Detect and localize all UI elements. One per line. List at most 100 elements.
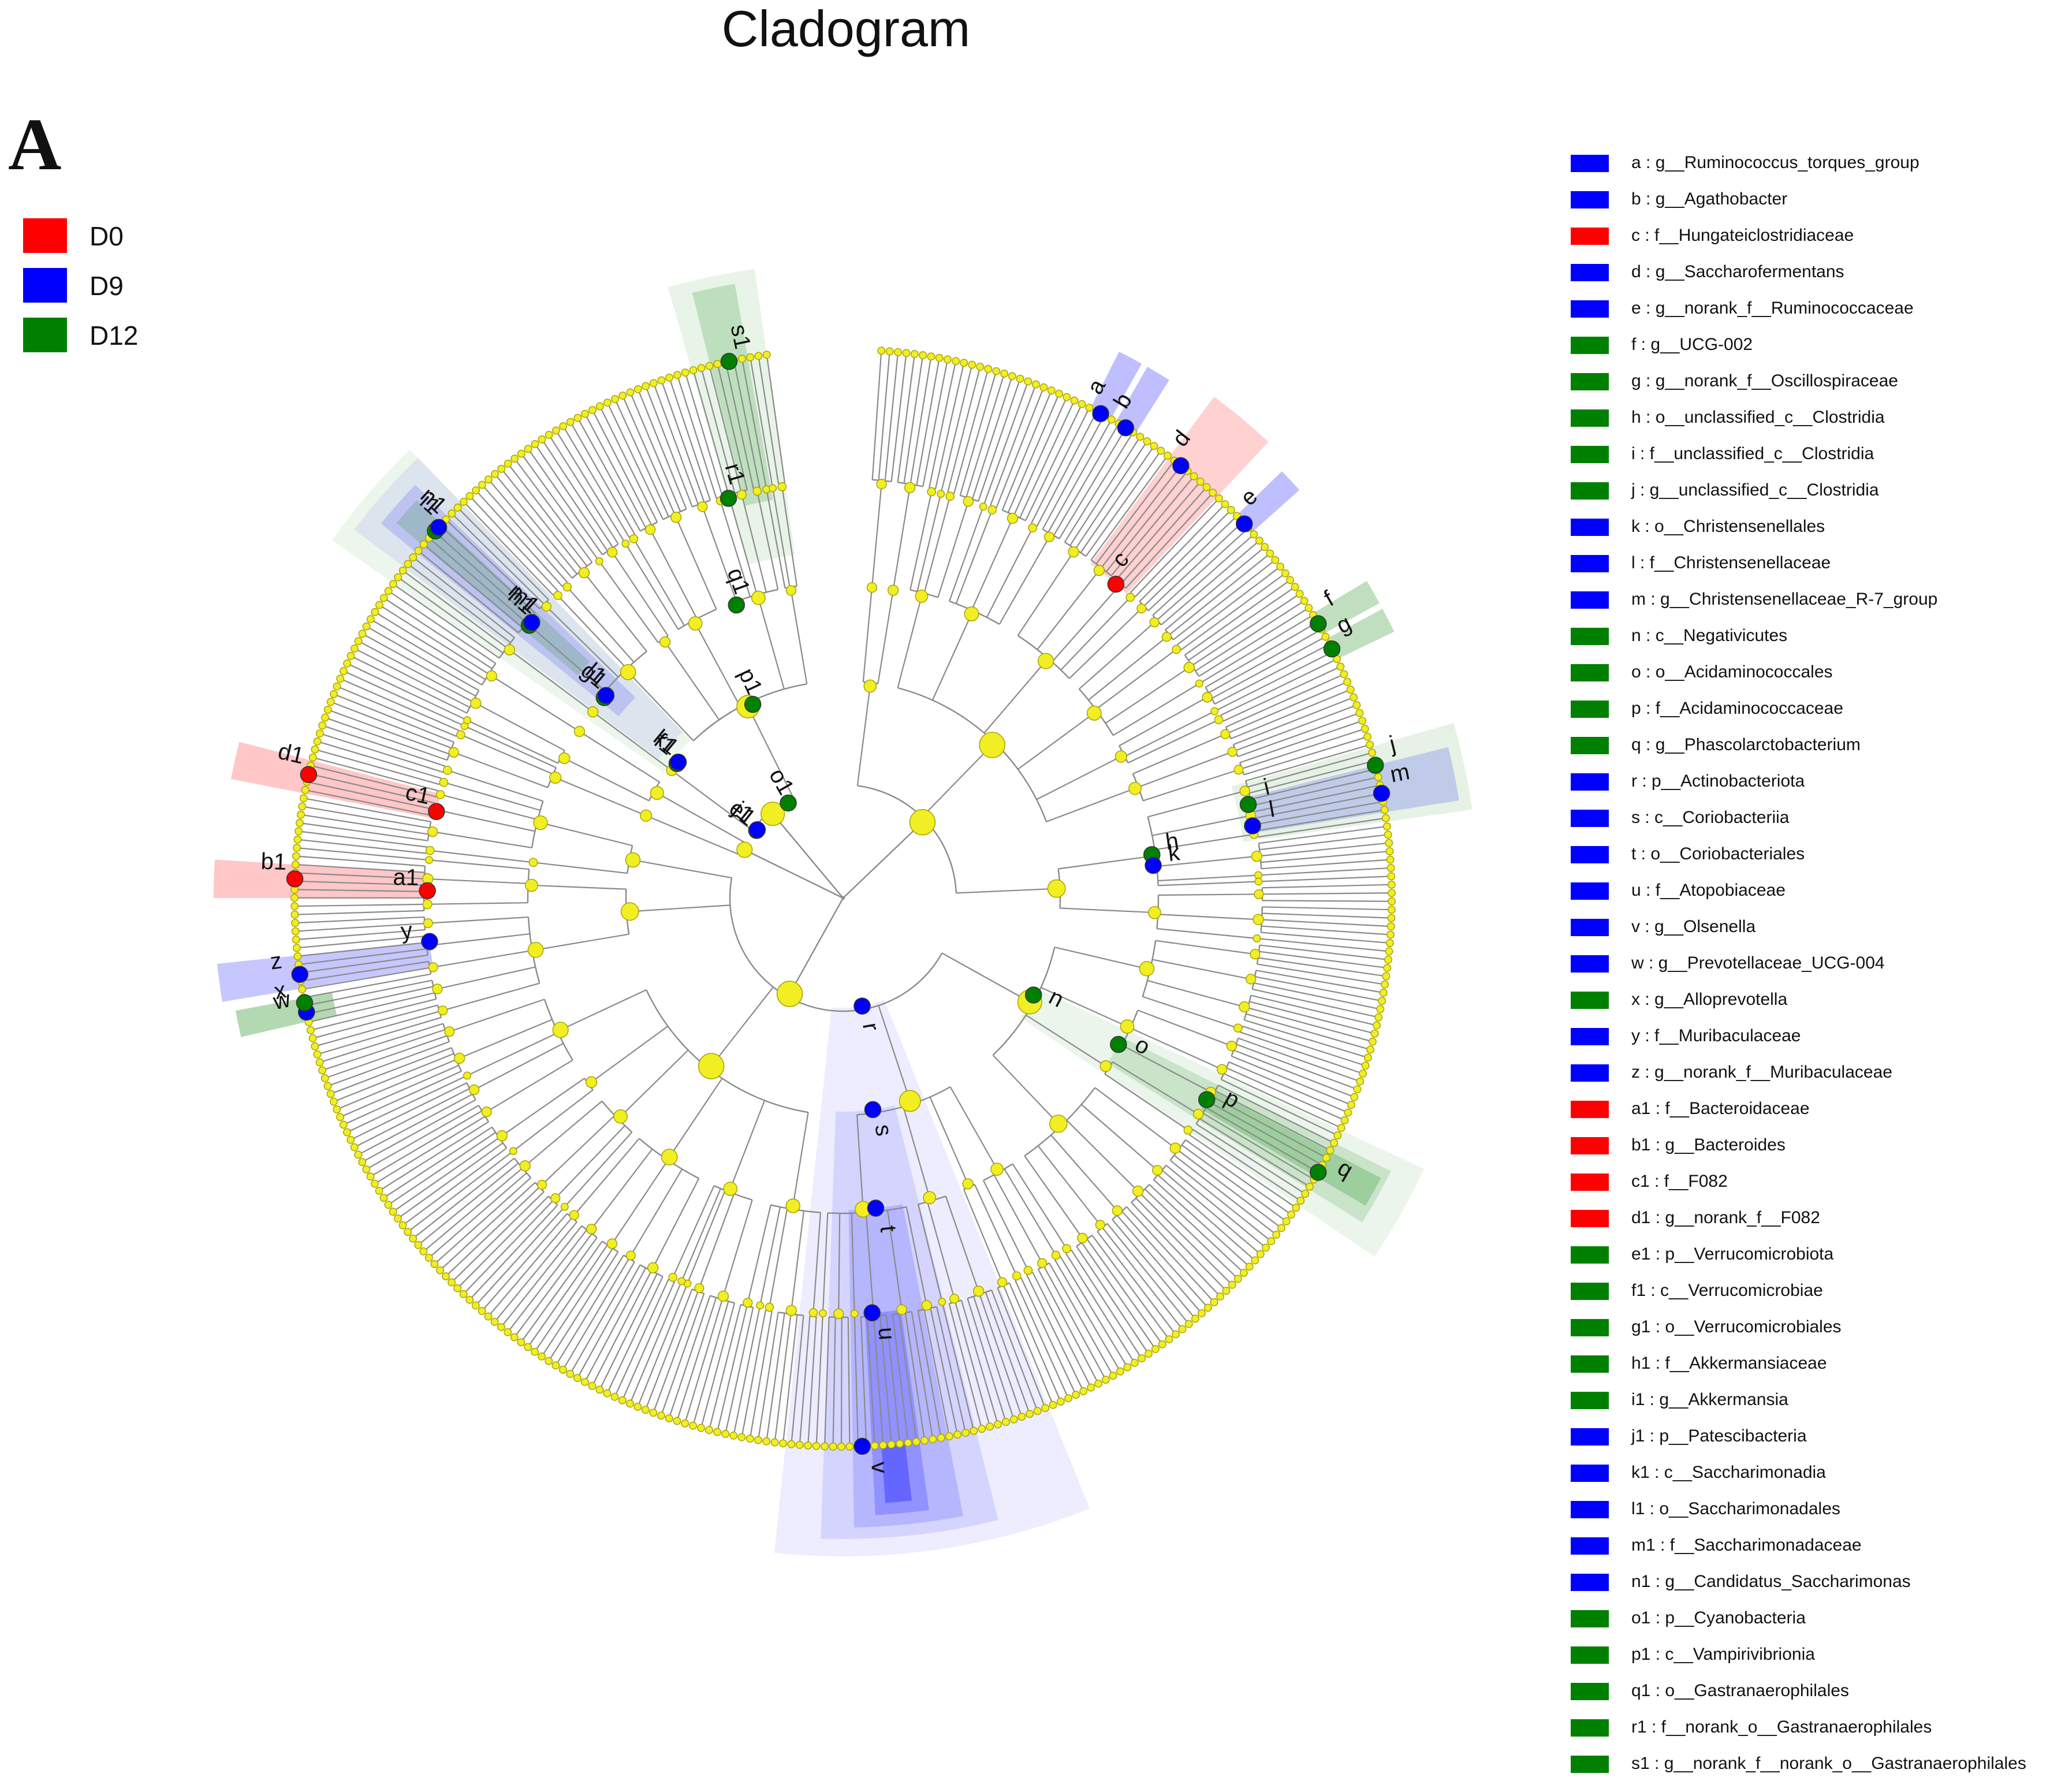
tree-node [319, 1067, 326, 1074]
tree-node [1115, 751, 1127, 762]
tree-node [1165, 1336, 1172, 1343]
tree-node [1136, 433, 1143, 440]
clade-node-i [1240, 796, 1257, 813]
clade-legend-label-a: a : g__Ruminococcus_torques_group [1631, 152, 1919, 173]
clade-swatch-l1 [1571, 1501, 1609, 1518]
tree-node [1323, 1154, 1330, 1161]
branch-line [317, 1018, 441, 1055]
clade-legend-item-d1: d1 : g__norank_f__F082 [1571, 1210, 2044, 1246]
tree-node [611, 1394, 618, 1400]
tree-node [739, 355, 746, 362]
tree-node [1326, 1147, 1333, 1154]
branch-line [676, 517, 717, 609]
tree-node [567, 418, 574, 425]
tree-node [662, 1149, 677, 1165]
branch-line [1037, 757, 1121, 799]
tree-node [561, 1203, 568, 1210]
tree-node [363, 1166, 370, 1173]
tree-node [367, 616, 374, 623]
tree-node [1087, 706, 1101, 720]
tree-node [1257, 1250, 1264, 1257]
tree-node [1305, 604, 1312, 611]
tree-node [923, 1191, 935, 1204]
clade-node-z [292, 966, 308, 982]
tree-node [437, 791, 445, 799]
branch-line [592, 1271, 651, 1386]
tree-node [484, 1313, 491, 1320]
branch-line [340, 1065, 459, 1117]
clade-legend-item-f1: f1 : c__Verrucomicrobiae [1571, 1283, 2044, 1319]
clade-legend-label-f1: f1 : c__Verrucomicrobiae [1631, 1280, 1823, 1301]
tree-node [1139, 962, 1154, 976]
tree-node [309, 1035, 316, 1042]
tree-node [919, 352, 926, 359]
tree-node [1034, 1407, 1041, 1414]
tree-node [1210, 1299, 1217, 1306]
tree-node [431, 1261, 438, 1268]
tree-node [765, 1303, 773, 1311]
tree-node [927, 353, 934, 360]
tree-node [607, 1239, 617, 1249]
tree-node [344, 660, 351, 667]
tree-node [301, 787, 308, 793]
tree-node [438, 1006, 448, 1015]
tree-node [1164, 452, 1171, 459]
tree-node [922, 1301, 931, 1310]
root-branch [790, 898, 843, 994]
clade-legend-item-w: w : g__Prevotellaceae_UCG-004 [1571, 955, 2044, 992]
clade-label-k: k [1167, 840, 1181, 866]
branch-line [898, 354, 915, 482]
tree-node [998, 1277, 1007, 1287]
clade-legend-item-i1: i1 : g__Akkermansia [1571, 1392, 2044, 1428]
branch-line [1031, 408, 1090, 523]
tree-node [627, 1400, 633, 1407]
clade-legend-label-z: z : g__norank_f__Muribaculaceae [1631, 1062, 1892, 1083]
tree-node [771, 1439, 778, 1445]
tree-node [777, 981, 803, 1007]
tree-node [1202, 692, 1212, 702]
clade-legend-item-s: s : c__Coriobacteriia [1571, 810, 2044, 846]
tree-node [491, 1318, 498, 1325]
clade-node-l1 [598, 687, 614, 703]
tree-node [897, 1305, 907, 1314]
clade-legend-item-n1: n1 : g__Candidatus_Saccharimonas [1571, 1574, 2044, 1610]
tree-node [756, 1302, 763, 1309]
tree-node [1100, 1061, 1111, 1072]
tree-node [524, 445, 531, 452]
clade-node-p [1199, 1091, 1215, 1108]
tree-node [968, 361, 975, 368]
branch-line [1014, 397, 1067, 516]
tree-node [1129, 783, 1141, 795]
clade-node-s [864, 1101, 881, 1117]
tree-node [985, 366, 992, 372]
clade-swatch-o1 [1571, 1610, 1609, 1627]
tree-node [538, 436, 545, 443]
clade-legend-item-r: r : p__Actinobacteriota [1571, 773, 2044, 810]
tree-node [415, 547, 422, 554]
clade-swatch-p1 [1571, 1646, 1609, 1664]
clade-swatch-l [1571, 555, 1609, 572]
tree-node [1278, 1224, 1285, 1231]
clade-node-r1 [721, 490, 737, 506]
tree-node [658, 377, 665, 383]
tree-node [1388, 898, 1395, 905]
tree-node [589, 407, 596, 413]
tree-node [1143, 438, 1150, 445]
clade-legend-label-n1: n1 : g__Candidatus_Saccharimonas [1631, 1571, 1911, 1592]
tree-node [439, 778, 448, 787]
clade-swatch-c1 [1571, 1173, 1609, 1191]
tree-node [1388, 881, 1395, 888]
tree-node [724, 1182, 737, 1195]
tree-node [588, 1383, 595, 1389]
tree-node [322, 714, 329, 721]
branch-arc [898, 688, 1046, 822]
tree-node [698, 1424, 705, 1431]
tree-node [921, 1437, 928, 1444]
tree-node [1184, 662, 1194, 673]
tree-node [586, 1076, 597, 1087]
tree-node [300, 795, 307, 802]
branch-line [1261, 933, 1390, 943]
branch-arc [646, 990, 808, 1112]
tree-node [612, 396, 618, 403]
